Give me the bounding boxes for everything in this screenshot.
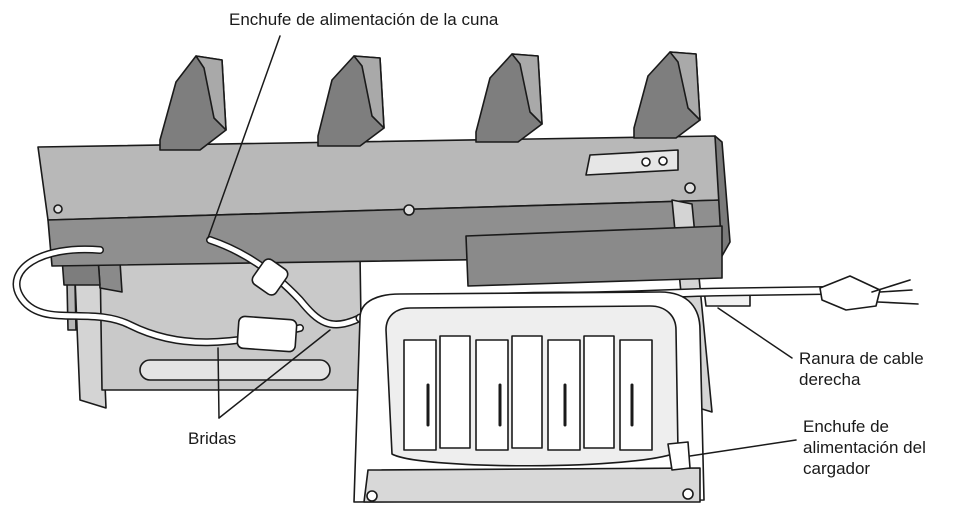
label-charger-power-line2: alimentación del xyxy=(803,438,926,457)
label-cable-ties: Bridas xyxy=(188,429,237,448)
cradle-slot-4 xyxy=(633,51,701,139)
cradle-slot-1 xyxy=(159,55,227,151)
label-charger-power-line1: Enchufe de xyxy=(803,417,890,436)
cradle-slot-3 xyxy=(475,53,543,143)
label-right-cable-slot-line1: Ranura de cable xyxy=(799,349,924,368)
label-right-cable-slot-line2: derecha xyxy=(799,370,861,389)
battery-charger xyxy=(353,291,705,503)
cradle-lower-body xyxy=(61,254,363,391)
ac-plug xyxy=(819,275,919,311)
label-charger-power: Enchufe de alimentación del cargador xyxy=(803,416,926,479)
label-charger-power-line3: cargador xyxy=(803,459,871,478)
cradle-slot-2 xyxy=(317,55,385,147)
label-right-cable-slot: Ranura de cable derecha xyxy=(799,348,924,390)
label-cradle-power: Enchufe de alimentación de la cuna xyxy=(229,10,499,29)
leader-lines xyxy=(207,35,797,457)
